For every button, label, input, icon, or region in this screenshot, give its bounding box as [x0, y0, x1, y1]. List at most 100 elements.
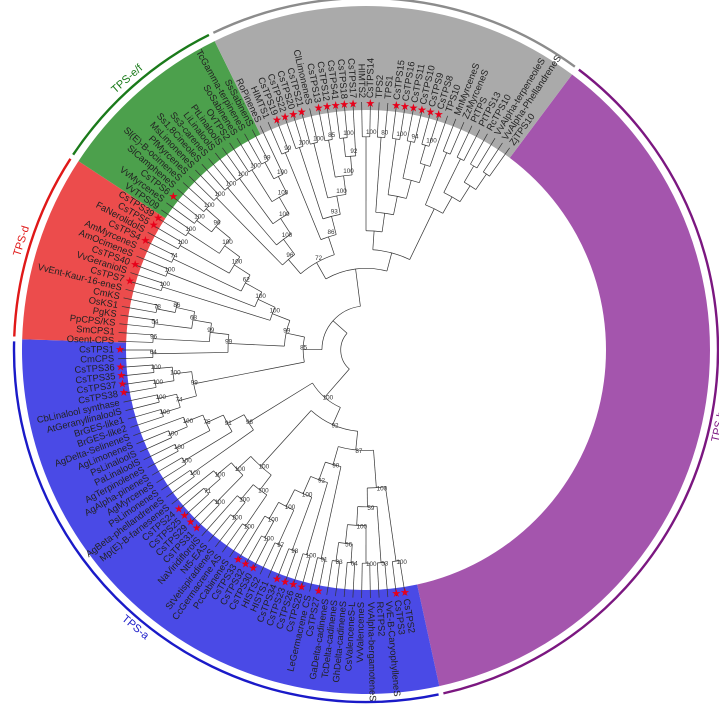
branch-line-149: [152, 352, 228, 355]
bootstrap-value: 54: [151, 318, 159, 325]
star-icon: ★: [322, 100, 332, 113]
bootstrap-value: 100: [323, 395, 334, 402]
branch-line-178: [257, 298, 276, 308]
leaf-label: PpCPS/KS: [69, 312, 116, 328]
branch-line-257: [284, 115, 297, 149]
bootstrap-value: 94: [412, 134, 420, 141]
branch-line-329: [475, 173, 487, 190]
leaf-label: CsValenceneS-L: [342, 601, 357, 671]
bootstrap-value: 68: [190, 314, 198, 321]
branch-line-322: [463, 129, 481, 161]
bootstrap-value: 100: [336, 188, 347, 195]
branch-line-74: [240, 484, 254, 500]
branch-line-40: [309, 557, 318, 592]
branch-arc-223: [276, 233, 292, 246]
bootstrap-value: 78: [154, 303, 162, 310]
branch-line-221: [195, 169, 220, 196]
bootstrap-value: 100: [255, 293, 266, 300]
bootstrap-value: 100: [215, 472, 226, 479]
branch-line-331: [483, 142, 503, 173]
bootstrap-value: 90: [332, 463, 340, 470]
branch-line-174: [162, 286, 271, 321]
star-icon: ★: [434, 108, 444, 121]
branch-line-232: [215, 152, 237, 181]
branch-arc-97: [189, 470, 195, 477]
star-icon: ★: [192, 521, 202, 534]
branch-arc-250: [281, 150, 289, 155]
branch-line-311: [409, 208, 435, 260]
bootstrap-value: 100: [167, 430, 178, 437]
branch-line-24: [361, 563, 363, 598]
bootstrap-value: 100: [426, 137, 437, 144]
branch-line-61: [264, 520, 275, 538]
bootstrap-value: 72: [315, 255, 323, 262]
bootstrap-value: 100: [396, 131, 407, 138]
bootstrap-value: 74: [176, 397, 184, 404]
branch-line-316: [449, 122, 465, 155]
branch-line-64: [244, 535, 262, 567]
branch-arc-0: [340, 333, 350, 370]
bootstrap-value: 87: [355, 448, 363, 455]
branch-line-79: [208, 514, 231, 542]
branch-arc-54: [278, 502, 294, 511]
branch-arc-38: [317, 557, 325, 560]
branch-line-206: [166, 202, 195, 224]
bootstrap-value: 100: [235, 466, 246, 473]
branch-line-112: [185, 414, 203, 423]
branch-arc-274: [339, 137, 348, 139]
bootstrap-value: 100: [215, 499, 226, 506]
branch-line-108: [176, 430, 211, 449]
bootstrap-value: 100: [377, 486, 388, 493]
branch-line-172: [272, 313, 290, 321]
branch-line-189: [143, 239, 176, 256]
star-icon: ★: [297, 106, 307, 119]
bootstrap-value: 100: [366, 561, 377, 568]
star-icon: ★: [174, 503, 184, 516]
branch-line-157: [118, 340, 153, 343]
branch-line-155: [153, 338, 210, 343]
branch-line-313: [425, 152, 448, 205]
branch-line-105: [151, 457, 183, 476]
star-icon: ★: [272, 114, 282, 127]
branch-line-35: [332, 446, 339, 465]
branch-line-70: [245, 494, 268, 527]
bootstrap-value: 100: [181, 458, 192, 465]
branch-line-102: [183, 431, 233, 462]
branch-line-290: [376, 102, 380, 138]
bootstrap-value: 53: [381, 561, 389, 568]
branch-line-78: [215, 519, 237, 548]
bootstrap-value: 64: [351, 561, 359, 568]
leaf-label: CsTPS2: [401, 598, 417, 634]
branch-arc-84: [213, 499, 220, 505]
clade-color-sectors: [22, 5, 711, 694]
branch-arc-260: [327, 194, 347, 199]
bootstrap-value: 100: [268, 516, 279, 523]
branch-line-93: [171, 470, 214, 505]
branch-line-5: [355, 431, 359, 450]
bootstrap-value: 100: [250, 162, 261, 169]
leaf-label: CsTPS1: [79, 343, 114, 354]
bootstrap-value: 100: [204, 202, 215, 209]
leaf-label: SmCPS1: [76, 323, 115, 337]
branch-line-137: [155, 380, 175, 385]
bootstrap-value: 75: [204, 419, 212, 426]
branch-line-319: [443, 158, 461, 193]
bootstrap-value: 100: [190, 470, 201, 477]
branch-line-9: [385, 486, 397, 562]
bootstrap-value: 100: [232, 258, 243, 265]
highlight-stars: ★★★★★★★★★★★★★★★★★★★★★★★★★★★★★★★★★★★★★★★★…: [115, 97, 444, 600]
branch-line-176: [127, 280, 162, 291]
bootstrap-value: 71: [204, 488, 212, 495]
bootstrap-value: 100: [165, 267, 176, 274]
branch-line-245: [251, 129, 269, 161]
branch-arc-305: [420, 162, 431, 167]
branch-line-332: [489, 147, 510, 177]
bootstrap-value: 100: [278, 190, 289, 197]
branch-arc-95: [243, 414, 254, 431]
star-icon: ★: [153, 211, 163, 224]
branch-line-25: [345, 524, 348, 544]
bootstrap-value: 99: [191, 380, 199, 387]
star-icon: ★: [348, 97, 358, 110]
branch-line-278: [386, 252, 393, 272]
bootstrap-value: 100: [178, 239, 189, 246]
